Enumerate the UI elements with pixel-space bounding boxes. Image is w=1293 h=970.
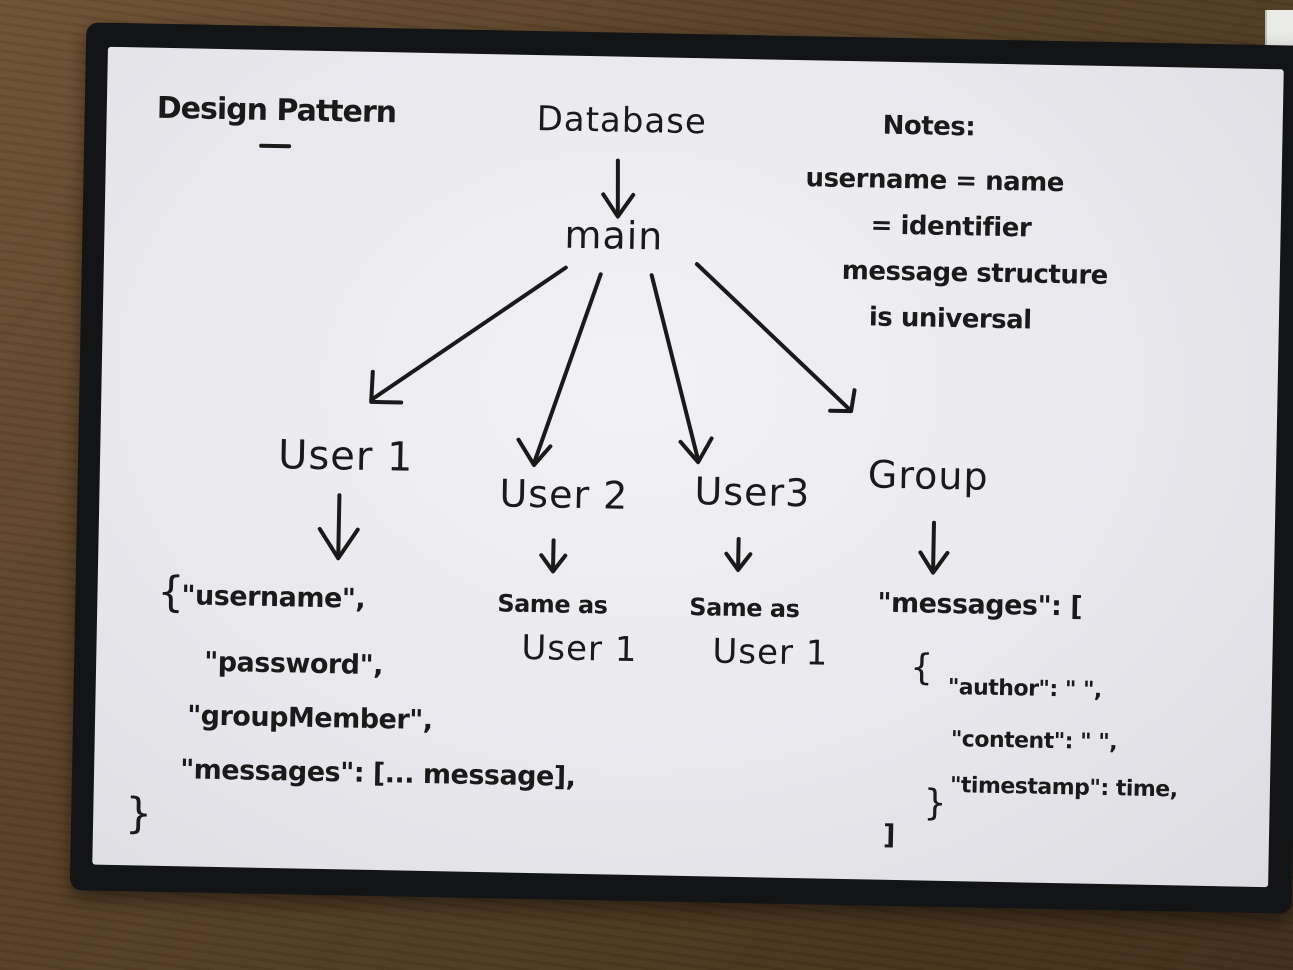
arrow-group-down bbox=[931, 520, 936, 573]
user1-field-groupmember: "groupMember", bbox=[186, 700, 433, 737]
whiteboard-frame: Design Pattern Database main Notes: user… bbox=[69, 22, 1293, 914]
arrow-main-to-user3-head bbox=[678, 436, 714, 465]
notes-line-4: is universal bbox=[868, 302, 1032, 336]
node-main: main bbox=[564, 212, 664, 259]
arrow-user2-down-head bbox=[539, 553, 568, 574]
user3-desc-line-1: Same as bbox=[689, 593, 800, 624]
group-close-brace: } bbox=[923, 782, 947, 825]
page-title: Design Pattern bbox=[156, 90, 397, 131]
group-field-timestamp: "timestamp": time, bbox=[949, 773, 1178, 803]
title-underline bbox=[259, 143, 292, 149]
node-user3: User3 bbox=[694, 469, 811, 516]
arrow-user2-down bbox=[551, 538, 556, 572]
arrow-main-to-group-head bbox=[828, 388, 857, 414]
diagram-arrows bbox=[259, 143, 950, 575]
user1-close-brace: } bbox=[124, 788, 153, 838]
user1-field-password: "password", bbox=[203, 646, 384, 682]
user2-desc-line-2: User 1 bbox=[521, 627, 638, 671]
arrow-main-to-user1 bbox=[369, 265, 568, 402]
arrow-database-to-main bbox=[615, 158, 620, 217]
group-open-brace: { bbox=[909, 647, 934, 689]
user2-desc-line-1: Same as bbox=[497, 589, 608, 620]
group-field-content: "content": " ", bbox=[950, 727, 1118, 756]
node-user1: User 1 bbox=[277, 432, 414, 481]
notes-line-2: = identifier bbox=[870, 210, 1032, 244]
notes-line-3: message structure bbox=[841, 255, 1109, 292]
whiteboard-surface: Design Pattern Database main Notes: user… bbox=[92, 46, 1284, 888]
node-group: Group bbox=[867, 452, 990, 499]
arrow-main-to-user1-head bbox=[369, 369, 404, 405]
node-user2: User 2 bbox=[499, 471, 629, 518]
arrow-user1-to-schema bbox=[336, 493, 342, 559]
arrow-main-to-user2 bbox=[532, 272, 603, 466]
group-close-bracket: ] bbox=[882, 819, 896, 852]
arrow-main-to-user2-head bbox=[516, 437, 553, 468]
notes-heading: Notes: bbox=[882, 110, 976, 143]
arrow-main-to-user3 bbox=[649, 273, 701, 463]
arrow-user3-down bbox=[736, 536, 741, 570]
arrow-user1-to-schema-head bbox=[317, 526, 360, 561]
group-field-author: "author": " ", bbox=[947, 675, 1103, 703]
arrow-group-down-head bbox=[918, 550, 950, 575]
user3-desc-line-2: User 1 bbox=[712, 631, 829, 674]
user1-field-username: "username", bbox=[181, 580, 366, 615]
arrow-user3-down-head bbox=[724, 551, 753, 572]
arrow-main-to-group bbox=[694, 262, 852, 412]
notes-line-1: username = name bbox=[805, 163, 1065, 199]
node-database: Database bbox=[536, 99, 708, 143]
arrow-database-to-main-head bbox=[601, 192, 636, 219]
group-messages-key: "messages": [ bbox=[877, 587, 1083, 623]
